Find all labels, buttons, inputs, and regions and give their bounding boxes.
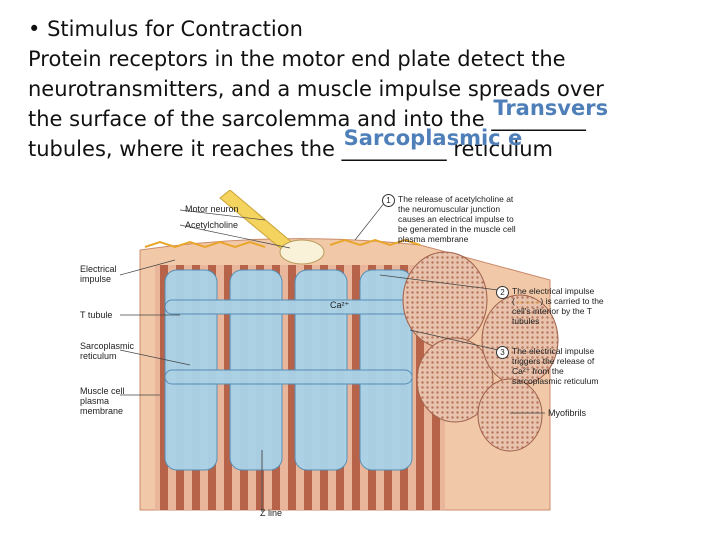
paragraph-line-4: tubules, where it reaches the __________…: [28, 134, 708, 164]
blank-1-answer: Transvers: [493, 93, 608, 123]
step-2-note: The electrical impulse (→→→) is carried …: [512, 286, 612, 326]
paragraph-line-4-text: tubules, where it reaches the: [28, 137, 335, 161]
paragraph-line-1: Protein receptors in the motor end plate…: [28, 44, 708, 74]
motor-neuron-label: Motor neuron: [185, 204, 239, 214]
blank-2-overflow: e: [508, 126, 522, 150]
z-line-label: Z line: [260, 508, 282, 518]
motor-end-plate: [280, 240, 324, 264]
blank-2-answer: Sarcoplasmic e: [344, 123, 523, 153]
blank-2: __________ Sarcoplasmic e: [342, 134, 447, 164]
step-3-note: The electrical impulse triggers the rele…: [512, 346, 612, 386]
t-tubule-label: T tubule: [80, 310, 112, 320]
myofibrils-label: Myofibrils: [548, 408, 586, 418]
acetylcholine-label: Acetylcholine: [185, 220, 238, 230]
step-2-marker: 2: [496, 286, 509, 299]
calcium-label: Ca²⁺: [330, 300, 349, 310]
slide-text: • Stimulus for Contraction Protein recep…: [28, 14, 708, 164]
blank-2-answer-text: Sarcoplasmic: [344, 126, 501, 150]
electrical-impulse-label: Electrical impulse: [80, 264, 125, 284]
step-1-note: The release of acetylcholine at the neur…: [398, 194, 518, 244]
muscle-fiber-diagram: Motor neuron Acetylcholine Electrical im…: [80, 190, 620, 520]
step-3-marker: 3: [496, 346, 509, 359]
bullet: •: [28, 17, 40, 41]
heading-line: • Stimulus for Contraction: [28, 14, 708, 44]
step-1-marker: 1: [382, 194, 395, 207]
muscle-cell-plasma-membrane-label: Muscle cell plasma membrane: [80, 386, 130, 416]
impulse-arrow-glyph: →→→: [515, 296, 541, 306]
sarcoplasmic-reticulum-label: Sarcoplasmic reticulum: [80, 341, 135, 361]
slide-heading: Stimulus for Contraction: [47, 17, 303, 41]
